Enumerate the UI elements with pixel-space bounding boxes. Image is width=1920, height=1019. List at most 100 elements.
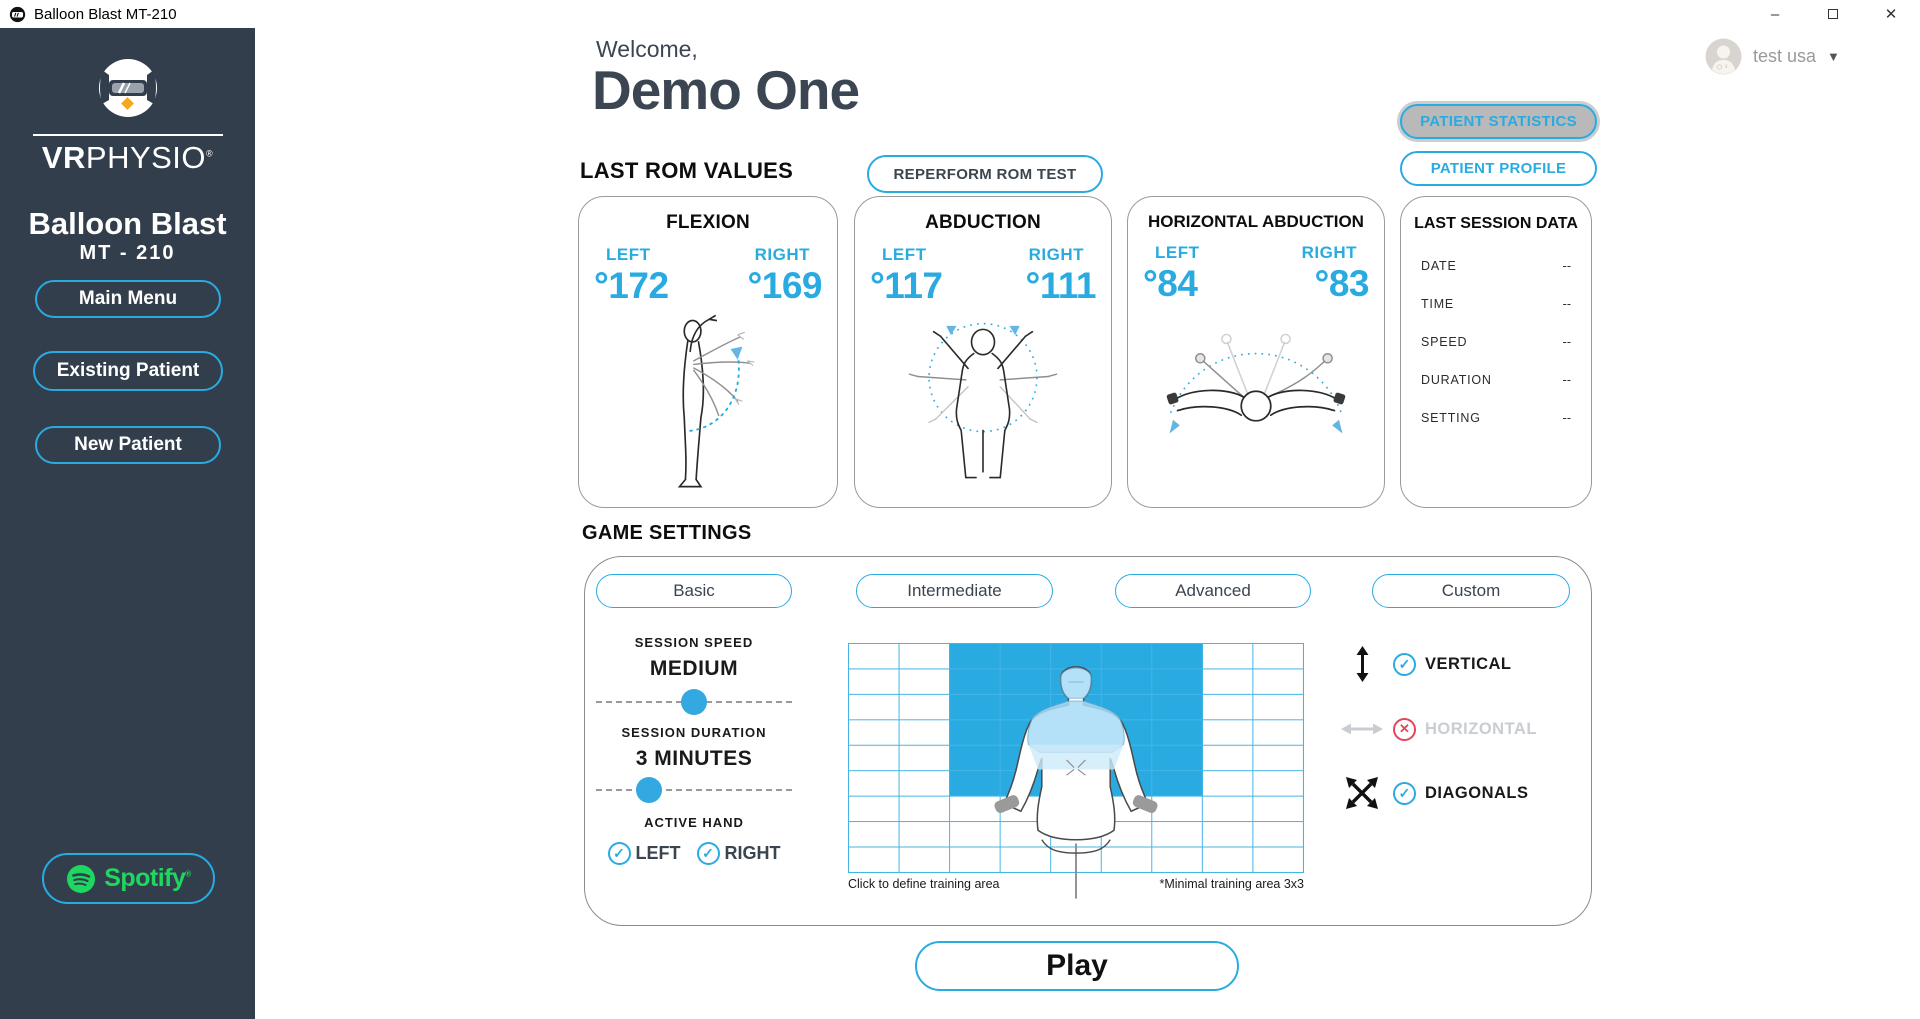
training-area-grid[interactable]	[848, 643, 1304, 899]
direction-row[interactable]: ✕ HORIZONTAL	[1340, 712, 1537, 746]
user-name: test usa	[1753, 46, 1817, 66]
direction-label-horizontal: HORIZONTAL	[1425, 719, 1537, 738]
reperform-rom-test-button[interactable]: REPERFORM ROM TEST	[867, 155, 1103, 193]
training-area-note: *Minimal training area 3x3	[1159, 877, 1304, 891]
spotify-button[interactable]: Spotify®	[42, 853, 215, 904]
session-controls: SESSION SPEED MEDIUM SESSION DURATION 3 …	[596, 635, 792, 865]
existing-patient-button[interactable]: Existing Patient	[33, 351, 223, 391]
close-icon: ✕	[1884, 6, 1898, 23]
vrphysio-logo-icon	[98, 59, 157, 117]
game-settings-panel: Basic Intermediate Advanced Custom SESSI…	[584, 556, 1592, 926]
tab-custom[interactable]: Custom	[1372, 574, 1570, 608]
patient-statistics-button[interactable]: PATIENT STATISTICS	[1400, 104, 1597, 139]
cross-circle-icon: ✕	[1393, 717, 1416, 741]
session-speed-value: MEDIUM	[649, 657, 739, 680]
session-label: SETTING	[1421, 411, 1481, 425]
reperform-label: REPERFORM ROM TEST	[893, 165, 1077, 183]
left-label: LEFT	[882, 245, 927, 264]
tab-basic[interactable]: Basic	[596, 574, 792, 608]
rom-card-horizontal-abduction: HORIZONTAL ABDUCTION LEFT RIGHT °84 °83	[1127, 196, 1385, 508]
patient-name: Demo One	[592, 59, 860, 121]
direction-row[interactable]: ✓ DIAGONALS	[1340, 776, 1529, 810]
spotify-label: Spotify®	[104, 864, 191, 893]
abduction-illustration	[908, 322, 1058, 479]
minimize-button[interactable]: –	[1746, 0, 1804, 28]
window-title: Balloon Blast MT-210	[34, 5, 177, 23]
right-label: RIGHT	[1301, 243, 1357, 262]
check-circle-icon: ✓	[1393, 652, 1416, 676]
brand-physio: PHYSIO	[85, 140, 207, 175]
spotify-trademark: ®	[185, 869, 191, 879]
session-value: --	[1562, 411, 1571, 425]
tab-advanced[interactable]: Advanced	[1115, 574, 1311, 608]
session-speed-label: SESSION SPEED	[634, 635, 754, 650]
right-value: °111	[1025, 265, 1097, 306]
app-icon	[9, 6, 26, 22]
session-value: --	[1562, 335, 1571, 349]
vertical-arrows-icon	[1356, 646, 1368, 682]
session-label: DATE	[1421, 259, 1457, 273]
left-label: LEFT	[606, 245, 651, 264]
close-button[interactable]: ✕	[1862, 0, 1920, 28]
rom-card-flexion: FLEXION LEFT RIGHT °172 °169	[578, 196, 838, 508]
new-patient-label: New Patient	[74, 434, 182, 455]
right-label: RIGHT	[1028, 245, 1084, 264]
maximize-button[interactable]	[1804, 0, 1862, 28]
spotify-icon	[67, 864, 96, 893]
existing-patient-label: Existing Patient	[56, 360, 200, 381]
tab-custom-label: Custom	[1441, 581, 1501, 600]
slider-track	[596, 789, 792, 791]
rom-section-title: LAST ROM VALUES	[580, 158, 794, 183]
session-row-duration: DURATION --	[1421, 373, 1571, 387]
left-label: LEFT	[1155, 243, 1200, 262]
new-patient-button[interactable]: New Patient	[35, 426, 221, 464]
game-settings-title: GAME SETTINGS	[582, 522, 752, 544]
window-titlebar: Balloon Blast MT-210 – ✕	[0, 0, 1920, 28]
training-body-illustration	[994, 666, 1158, 899]
training-area-hint: Click to define training area	[848, 877, 1000, 891]
session-label: DURATION	[1421, 373, 1492, 387]
active-hand-right-checkbox[interactable]: ✓ RIGHT	[696, 842, 781, 865]
right-label: RIGHT	[754, 245, 810, 264]
session-row-time: TIME --	[1421, 297, 1571, 311]
avatar	[1705, 38, 1742, 75]
play-button[interactable]: Play	[915, 941, 1239, 991]
last-session-title: LAST SESSION DATA	[1414, 215, 1578, 232]
flexion-illustration	[677, 314, 755, 488]
direction-label-diagonals: DIAGONALS	[1425, 783, 1529, 802]
session-value: --	[1562, 259, 1571, 273]
user-menu[interactable]: test usa ▼	[1705, 38, 1840, 75]
patient-statistics-label: PATIENT STATISTICS	[1420, 113, 1577, 130]
session-row-setting: SETTING --	[1421, 411, 1571, 425]
session-value: --	[1562, 373, 1571, 387]
active-hand-label: ACTIVE HAND	[644, 815, 744, 830]
active-hand-left-checkbox[interactable]: ✓ LEFT	[607, 842, 681, 865]
session-label: TIME	[1421, 297, 1455, 311]
session-duration-value: 3 MINUTES	[635, 747, 753, 770]
horizontal-abduction-illustration	[1166, 333, 1346, 434]
spotify-word: Spotify	[104, 864, 186, 892]
diagonal-arrows-icon	[1346, 777, 1378, 809]
left-value: °117	[870, 265, 943, 306]
main-menu-button[interactable]: Main Menu	[35, 280, 221, 318]
play-label: Play	[1046, 949, 1108, 982]
right-value: °169	[747, 265, 822, 306]
session-speed-slider[interactable]	[596, 689, 792, 715]
session-row-date: DATE --	[1421, 259, 1571, 273]
brand-wordmark: VRPHYSIO®	[0, 140, 255, 176]
check-circle-icon: ✓	[607, 842, 631, 865]
session-value: --	[1562, 297, 1571, 311]
session-label: SPEED	[1421, 335, 1468, 349]
session-duration-slider[interactable]	[596, 777, 792, 803]
active-hand-right-label: RIGHT	[724, 843, 781, 863]
check-circle-icon: ✓	[1393, 781, 1416, 805]
card-title: HORIZONTAL ABDUCTION	[1148, 212, 1364, 231]
patient-profile-button[interactable]: PATIENT PROFILE	[1400, 151, 1597, 186]
session-speed-knob[interactable]	[681, 689, 707, 715]
tab-intermediate[interactable]: Intermediate	[856, 574, 1053, 608]
minimize-icon: –	[1770, 5, 1780, 23]
card-title: ABDUCTION	[925, 212, 1041, 233]
direction-row[interactable]: ✓ VERTICAL	[1340, 646, 1512, 682]
sidebar-app-title: Balloon Blast	[28, 206, 227, 241]
session-duration-knob[interactable]	[635, 777, 662, 803]
